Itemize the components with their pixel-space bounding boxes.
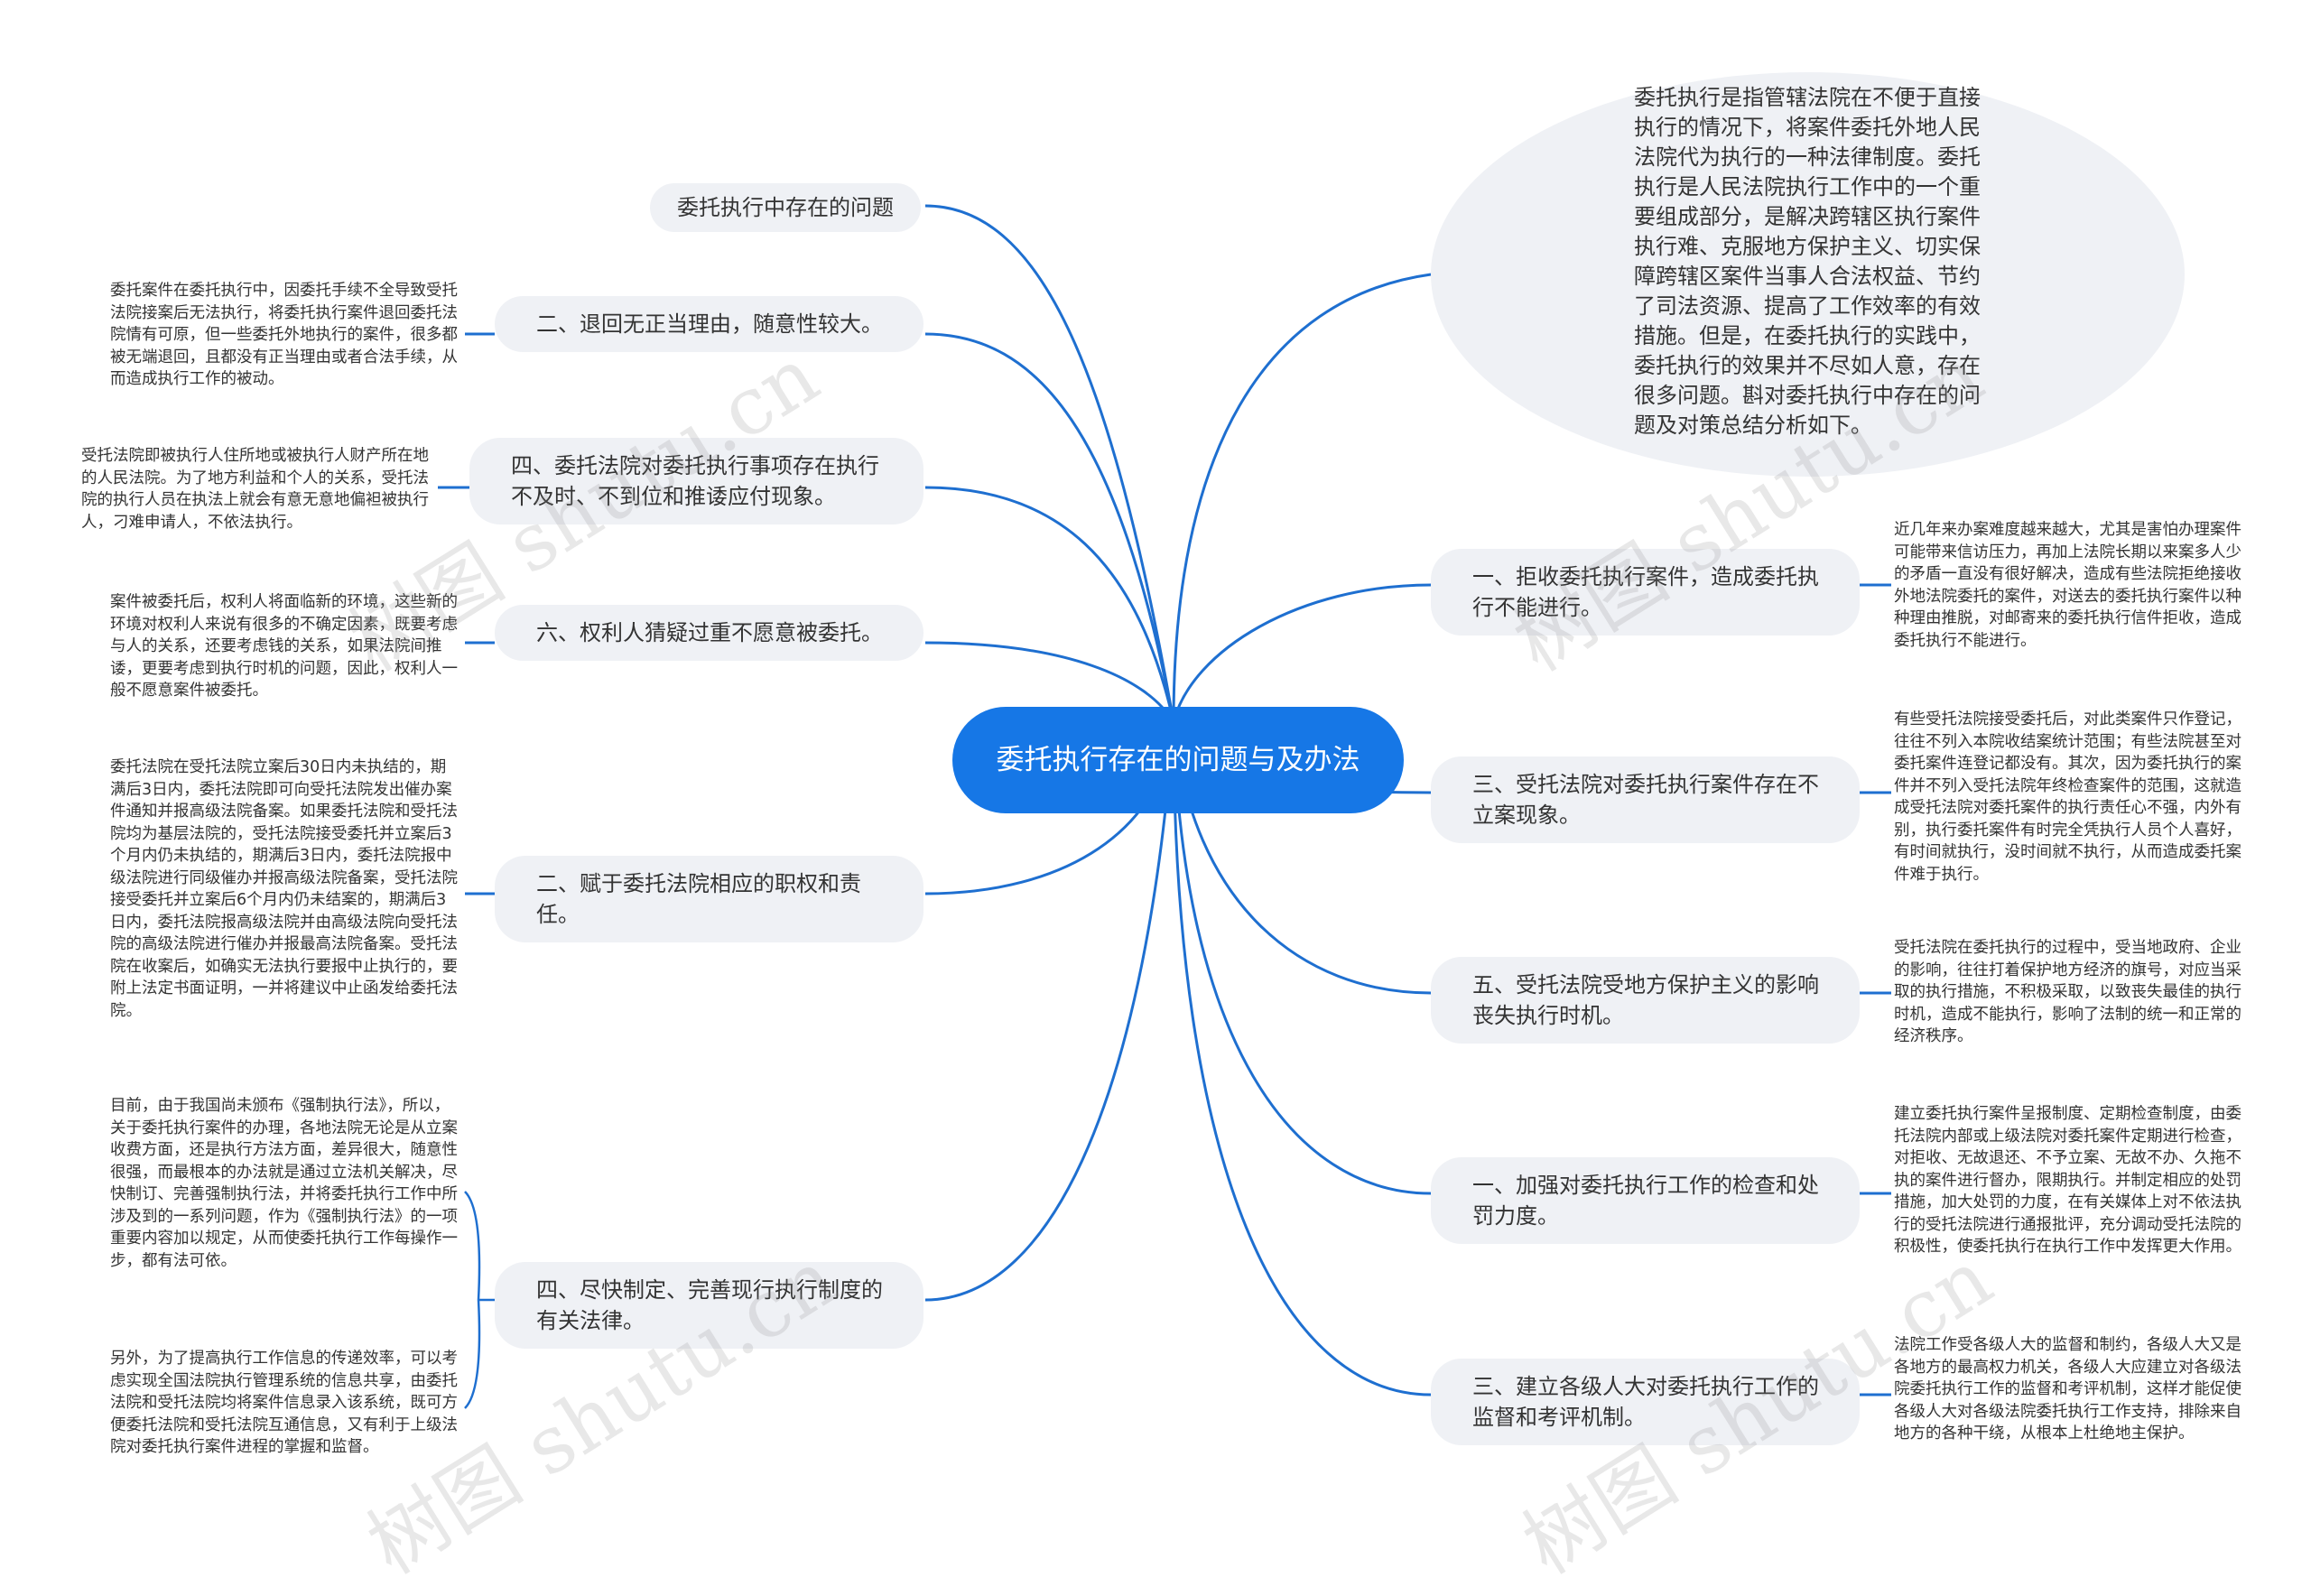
- branch-left-1[interactable]: 二、退回无正当理由，随意性较大。: [495, 296, 923, 352]
- link-right-3: [1172, 721, 1432, 1195]
- branch-label: 一、拒收委托执行案件，造成委托执行不能进行。: [1472, 564, 1819, 620]
- branch-label: 一、加强对委托执行工作的检查和处罚力度。: [1472, 1173, 1819, 1229]
- branch-label: 三、建立各级人大对委托执行工作的监督和考评机制。: [1472, 1374, 1819, 1430]
- branch-right-0[interactable]: 一、拒收委托执行案件，造成委托执行不能进行。: [1431, 549, 1860, 636]
- leaf-right-4: 法院工作受各级人大的监督和制约，各级人大又是各地方的最高权力机关，各级人大应建立…: [1894, 1336, 2241, 1443]
- branch-label: 二、赋于委托法院相应的职权和责任。: [536, 871, 861, 927]
- branch-left-4[interactable]: 二、赋于委托法院相应的职权和责任。: [495, 856, 923, 942]
- leaf-right-0: 近几年来办案难度越来越大，尤其是害怕办理案件可能带来信访压力，再加上法院长期以来…: [1894, 521, 2241, 650]
- leaf-right-2: 受托法院在委托执行的过程中，受当地政府、企业的影响，往往打着保护地方经济的旗号，…: [1894, 939, 2241, 1045]
- intro-bubble[interactable]: 委托执行是指管辖法院在不便于直接执行的情况下，将案件委托外地人民法院代为执行的一…: [1431, 72, 2185, 477]
- branch-label: 二、退回无正当理由，随意性较大。: [536, 311, 883, 337]
- branch-label: 四、尽快制定、完善现行执行制度的有关法律。: [536, 1277, 883, 1333]
- leaf-left-2: 受托法院即被执行人住所地或被执行人财产所在地的人民法院。为了地方利益和个人的关系…: [81, 447, 429, 532]
- branch-right-3[interactable]: 一、加强对委托执行工作的检查和处罚力度。: [1431, 1157, 1860, 1244]
- branch-label: 五、受托法院受地方保护主义的影响丧失执行时机。: [1472, 972, 1819, 1028]
- link-right-4: [1172, 721, 1432, 1396]
- root-title: 委托执行存在的问题与及办法: [996, 744, 1360, 776]
- link-left-2: [924, 486, 1175, 723]
- branch-label: 四、委托法院对委托执行事项存在执行不及时、不到位和推诿应付现象。: [511, 453, 879, 509]
- leaf-left-4: 委托法院在受托法院立案后30日内未执结的，期满后3日内，委托法院即可向受托法院发…: [110, 758, 458, 1020]
- link-left-1: [924, 332, 1175, 723]
- branch-right-4[interactable]: 三、建立各级人大对委托执行工作的监督和考评机制。: [1431, 1359, 1860, 1445]
- branch-label: 委托执行中存在的问题: [677, 195, 894, 220]
- leaf-bracket-l5: [464, 1191, 495, 1409]
- leaf-left-3: 案件被委托后，权利人将面临新的环境，这些新的环境对权利人来说有很多的不确定因素，…: [110, 593, 458, 700]
- link-intro: [1172, 273, 1432, 723]
- branch-left-5[interactable]: 四、尽快制定、完善现行执行制度的有关法律。: [495, 1262, 923, 1349]
- leaf-left-5b: 另外，为了提高执行工作信息的传递效率，可以考虑实现全国法院执行管理系统的信息共享…: [110, 1350, 458, 1456]
- branch-left-0[interactable]: 委托执行中存在的问题: [650, 183, 921, 232]
- leaf-left-1: 委托案件在委托执行中，因委托手续不全导致受托法院接案后无法执行，将委托执行案件退…: [110, 282, 458, 388]
- root-topic[interactable]: 委托执行存在的问题与及办法: [952, 707, 1404, 813]
- branch-right-2[interactable]: 五、受托法院受地方保护主义的影响丧失执行时机。: [1431, 957, 1860, 1044]
- branch-left-2[interactable]: 四、委托法院对委托执行事项存在执行不及时、不到位和推诿应付现象。: [469, 438, 923, 524]
- branch-left-3[interactable]: 六、权利人猜疑过重不愿意被委托。: [495, 605, 923, 661]
- leaf-right-1: 有些受托法院接受委托后，对此类案件只作登记，往往不列入本院收结案统计范围；有些法…: [1894, 710, 2241, 884]
- branch-right-1[interactable]: 三、受托法院对委托执行案件存在不立案现象。: [1431, 756, 1860, 843]
- link-left-5: [924, 721, 1175, 1302]
- mindmap-canvas: 委托执行是指管辖法院在不便于直接执行的情况下，将案件委托外地人民法院代为执行的一…: [81, 72, 2241, 1591]
- branch-label: 三、受托法院对委托执行案件存在不立案现象。: [1472, 772, 1819, 828]
- link-left-3: [924, 641, 1175, 723]
- leaf-left-5a: 目前，由于我国尚未颁布《强制执行法》，所以，关于委托执行案件的办理，各地法院无论…: [110, 1097, 458, 1270]
- intro-text: 委托执行是指管辖法院在不便于直接执行的情况下，将案件委托外地人民法院代为执行的一…: [1634, 85, 1981, 438]
- branch-label: 六、权利人猜疑过重不愿意被委托。: [536, 620, 883, 645]
- link-right-0: [1172, 583, 1432, 723]
- link-left-0: [924, 204, 1175, 723]
- leaf-right-3: 建立委托执行案件呈报制度、定期检查制度，由委托法院内部或上级法院对委托案件定期进…: [1894, 1105, 2241, 1256]
